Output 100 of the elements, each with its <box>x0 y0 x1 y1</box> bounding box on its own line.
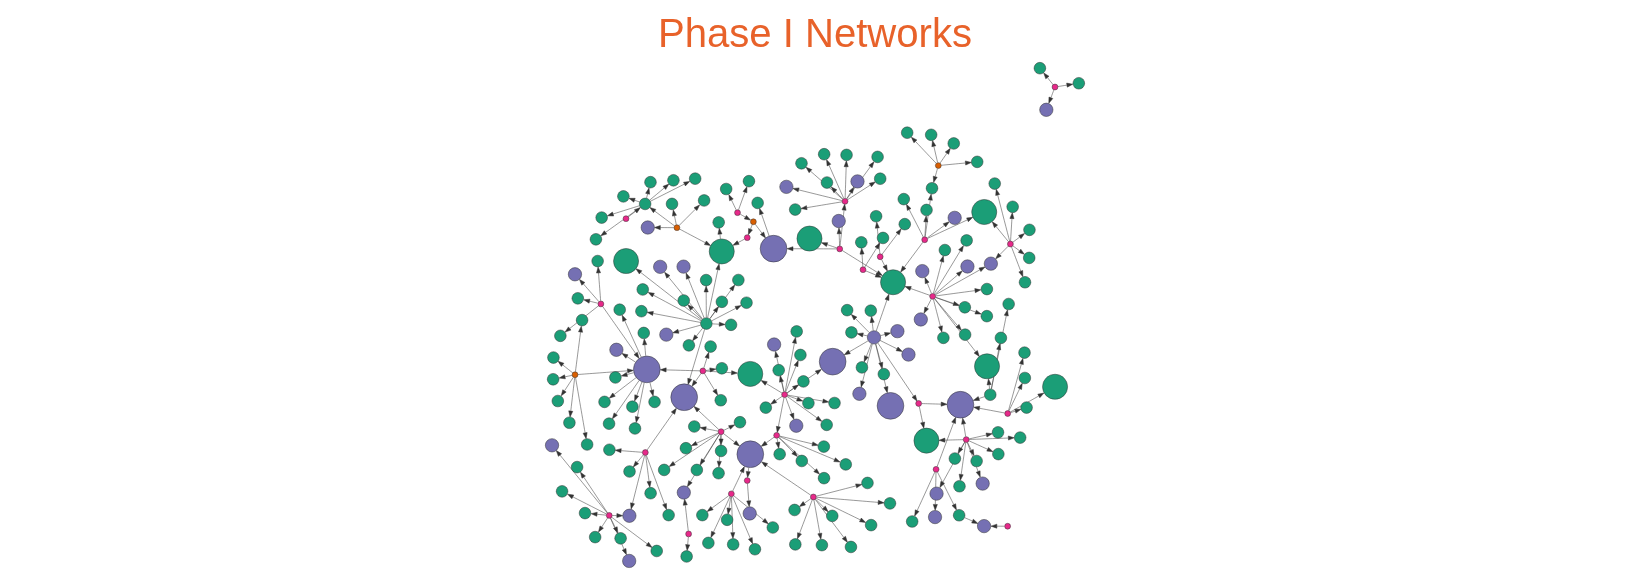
node-circle <box>750 218 757 225</box>
arrow <box>844 340 869 356</box>
node-circle <box>974 353 1000 380</box>
arrow <box>774 351 785 392</box>
arrow <box>967 441 975 456</box>
arrow <box>612 380 640 420</box>
node-circle <box>932 466 940 473</box>
node-circle <box>766 521 779 534</box>
arrow <box>575 377 588 439</box>
node-circle <box>788 503 801 517</box>
node-circle <box>1023 223 1036 236</box>
node-circle <box>935 162 942 169</box>
node-circle <box>767 337 782 352</box>
arrow <box>877 342 918 402</box>
arrow <box>556 450 608 514</box>
arrow <box>717 434 722 468</box>
arrow <box>875 343 889 393</box>
arrow <box>924 277 932 294</box>
node-circle <box>712 216 725 229</box>
node-circle <box>871 150 884 163</box>
arrow <box>826 159 845 199</box>
node-circle <box>704 340 717 353</box>
arrow <box>728 194 737 210</box>
node-circle <box>877 253 884 260</box>
arrow <box>685 272 705 319</box>
node-circle <box>622 508 637 523</box>
node-circle <box>613 303 626 316</box>
node-circle <box>721 513 734 526</box>
arrow <box>967 442 981 478</box>
node-circle <box>759 401 772 414</box>
node-circle <box>977 519 991 534</box>
node-circle <box>699 367 707 375</box>
arrow <box>816 483 863 497</box>
arrow <box>612 513 623 518</box>
node-circle <box>850 174 865 189</box>
node-circle <box>547 373 560 386</box>
node-circle <box>810 493 817 501</box>
node-circle <box>1072 77 1085 90</box>
arrow <box>634 381 643 402</box>
arrow <box>732 466 745 492</box>
node-circle <box>779 179 794 194</box>
arrow <box>786 369 822 394</box>
arrow <box>973 396 985 401</box>
arrow <box>687 434 720 487</box>
arrow <box>615 448 643 453</box>
node-circle <box>946 391 975 419</box>
node-circle <box>667 174 680 187</box>
node-circle <box>740 296 753 309</box>
arrow <box>924 194 933 237</box>
arrow <box>660 367 701 373</box>
arrow <box>1010 408 1022 414</box>
arrow <box>602 306 640 359</box>
arrow <box>705 370 738 376</box>
arrow <box>869 316 875 331</box>
node-circle <box>1004 410 1011 417</box>
arrow <box>797 499 813 540</box>
node-circle <box>702 536 715 549</box>
node-circle <box>700 317 713 330</box>
node-circle <box>742 175 756 188</box>
node-circle <box>971 155 984 168</box>
node-circle <box>845 326 858 339</box>
node-circle <box>636 283 649 296</box>
node-circle <box>971 199 997 225</box>
node-circle <box>898 218 911 231</box>
arrow <box>900 242 924 273</box>
node-circle <box>915 400 922 407</box>
node-circle <box>947 137 960 150</box>
node-circle <box>720 182 733 196</box>
arrow <box>645 455 652 488</box>
node-circle <box>581 438 594 451</box>
node-circle <box>639 197 652 211</box>
node-circle <box>595 211 608 224</box>
arrow <box>705 367 717 373</box>
node-circle <box>864 304 877 317</box>
arrow <box>933 299 943 333</box>
arrow <box>1011 246 1024 277</box>
arrow <box>733 495 769 524</box>
arrow <box>630 455 645 510</box>
arrow <box>580 471 608 514</box>
node-circle <box>662 509 675 522</box>
node-circle <box>948 452 961 465</box>
node-circle <box>724 318 738 331</box>
arrow <box>704 373 718 396</box>
node-circle <box>736 440 764 468</box>
node-circle <box>958 301 971 314</box>
node-circle <box>870 210 883 223</box>
arrow <box>746 467 751 478</box>
arrow <box>647 292 702 321</box>
arrow <box>931 140 938 163</box>
node-circle <box>578 507 592 520</box>
arrow <box>564 305 599 333</box>
arrow <box>635 268 702 321</box>
arrow <box>649 207 675 227</box>
node-circle <box>650 544 663 558</box>
node-circle <box>717 428 725 435</box>
arrow <box>779 375 785 392</box>
node-circle <box>622 215 630 222</box>
node-circle <box>680 550 693 563</box>
node-circle <box>876 231 890 245</box>
arrow <box>738 186 748 210</box>
